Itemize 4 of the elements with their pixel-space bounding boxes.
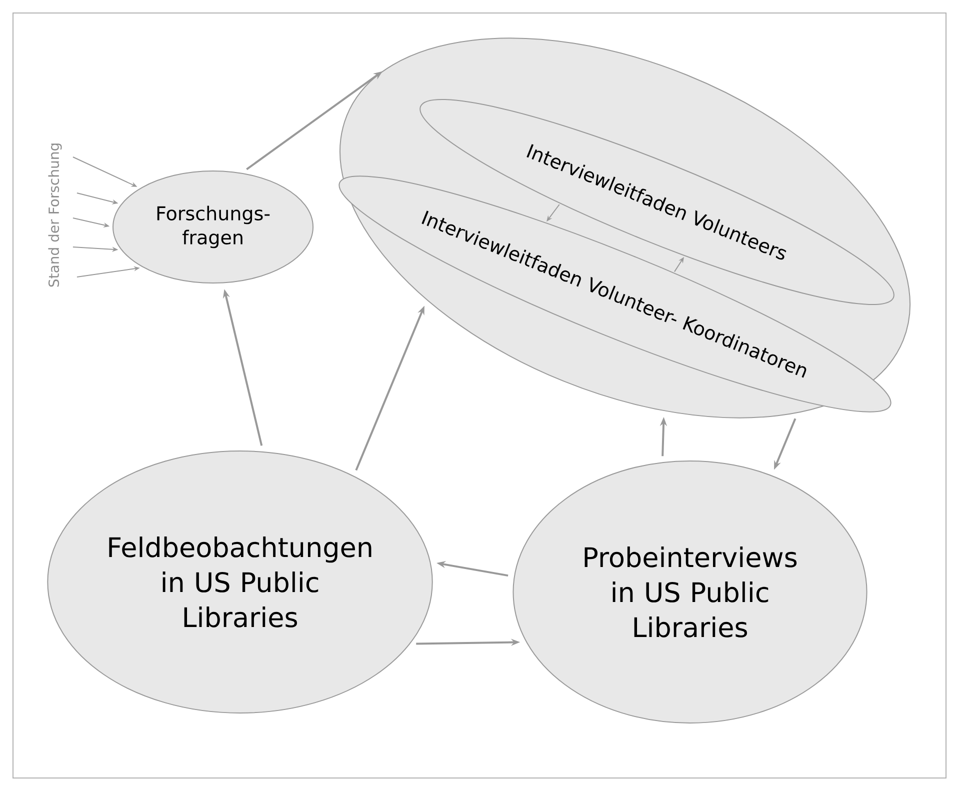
ellipse-node: Probeinterviews in US Public Libraries	[512, 460, 868, 724]
ellipse-node: Feldbeobachtungen in US Public Libraries	[47, 450, 433, 714]
rotated-label: Stand der Forschung	[48, 144, 62, 287]
ellipse-node: Forschungs- fragen	[112, 170, 314, 284]
